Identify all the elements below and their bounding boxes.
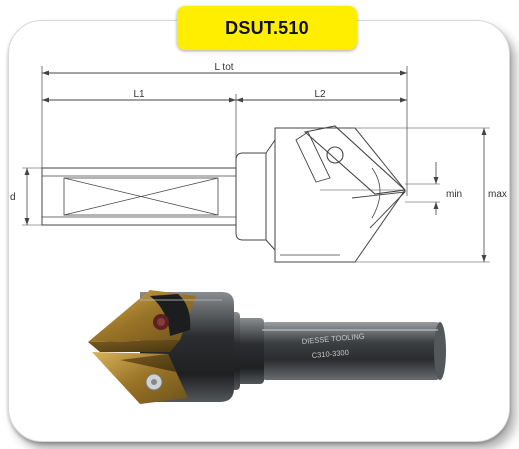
- arrow-icon: [42, 70, 49, 76]
- label-d: d: [10, 192, 16, 203]
- label-max: max: [488, 189, 507, 200]
- tool-photo: [88, 290, 446, 404]
- arrow-icon: [229, 97, 236, 103]
- label-ltot: L tot: [214, 62, 233, 73]
- arrow-icon: [481, 128, 487, 135]
- arrow-icon: [400, 97, 407, 103]
- arrow-icon: [433, 177, 439, 184]
- arrow-icon: [400, 70, 407, 76]
- insert-outline: [303, 125, 407, 195]
- product-code-badge: DSUT.510: [177, 6, 357, 50]
- line-drawing: [22, 66, 490, 263]
- arrow-icon: [42, 97, 49, 103]
- label-l2: L2: [314, 89, 326, 100]
- label-l1: L1: [133, 89, 145, 100]
- engraving-code: C310-3300: [311, 348, 349, 360]
- shank-flat: [63, 177, 219, 216]
- photo-shank: [262, 322, 440, 380]
- arrow-icon: [24, 218, 30, 225]
- screw-icon: [326, 146, 344, 164]
- arrow-icon: [433, 202, 439, 209]
- arrow-icon: [481, 255, 487, 262]
- arrow-icon: [236, 97, 243, 103]
- shank-outline: [41, 167, 237, 226]
- label-min: min: [446, 189, 462, 200]
- arrow-icon: [24, 168, 30, 175]
